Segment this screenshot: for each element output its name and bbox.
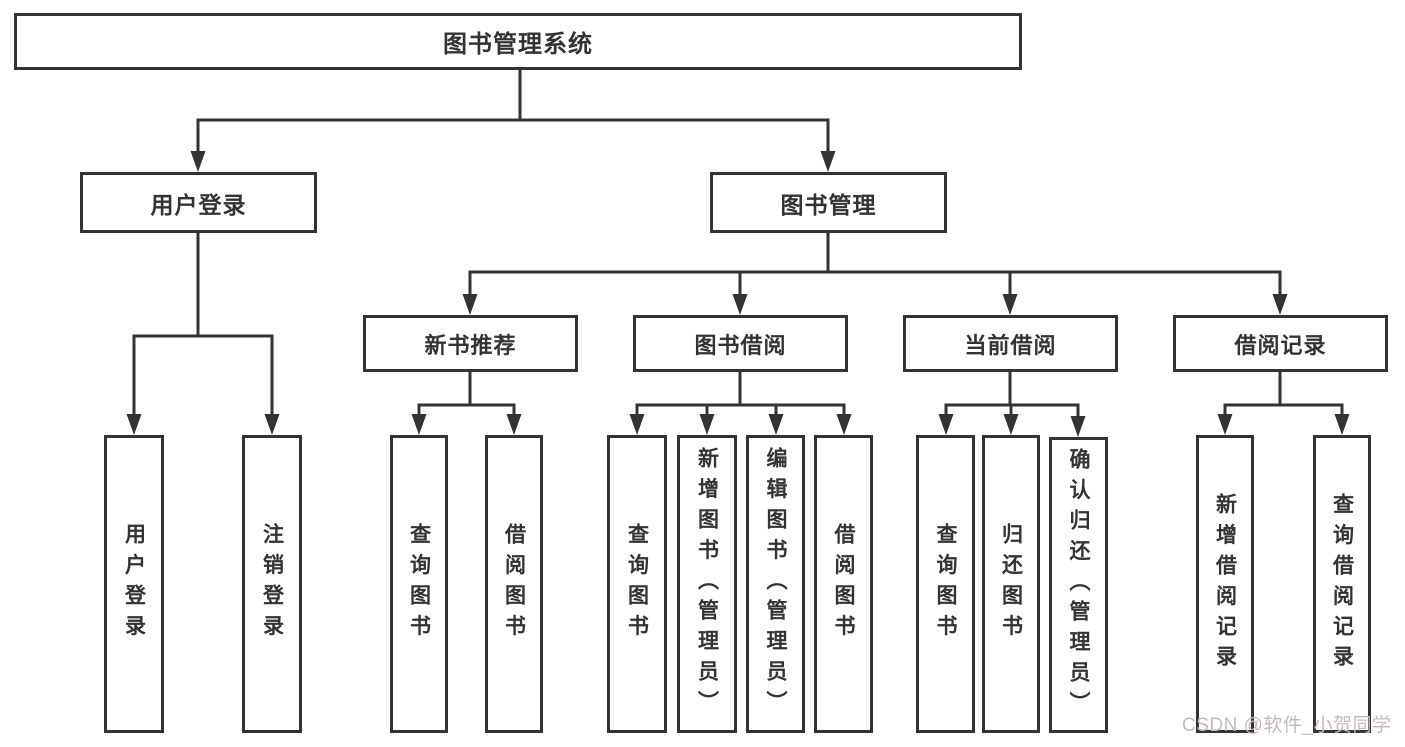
node-label: 借阅图书 [832,523,855,645]
leaf-borrow-books: 借阅图书 [814,435,873,733]
leaf-user-login: 用户登录 [104,435,164,733]
node-label: 查询图书 [625,523,649,645]
node-user-login: 用户登录 [80,172,317,233]
node-label: 用户登录 [150,191,247,218]
node-label: 借阅记录 [1234,332,1327,358]
node-current-borrow: 当前借阅 [903,315,1118,372]
leaf-query-books-borrow: 查询图书 [607,435,667,733]
node-system-root: 图书管理系统 [14,13,1022,70]
leaf-add-borrow-record: 新增借阅记录 [1196,435,1254,733]
leaf-edit-books-admin: 编辑图书（管理员） [746,435,805,733]
node-book-management: 图书管理 [710,172,947,233]
watermark: CSDN @软件_小贺同学 [1182,715,1392,736]
node-label: 归还图书 [999,523,1023,645]
leaf-borrow-books-recommend: 借阅图书 [485,435,543,733]
node-label: 确认归还（管理员） [1067,447,1090,723]
leaf-return-books: 归还图书 [982,435,1040,733]
node-label: 查询借阅记录 [1330,492,1354,676]
leaf-query-borrow-record: 查询借阅记录 [1313,435,1371,733]
node-label: 当前借阅 [964,332,1057,358]
node-borrow-records: 借阅记录 [1173,315,1388,372]
node-label: 查询图书 [407,523,431,645]
node-label: 图书管理 [780,191,877,218]
leaf-query-books-recommend: 查询图书 [390,435,448,733]
leaf-query-books-current: 查询图书 [916,435,975,733]
leaf-add-books-admin: 新增图书（管理员） [677,435,737,733]
node-label: 查询图书 [934,523,957,645]
node-label: 图书管理系统 [443,31,593,58]
node-label: 新书推荐 [424,332,517,358]
node-new-book-recommend: 新书推荐 [363,315,578,372]
node-label: 用户登录 [122,523,146,645]
node-label: 编辑图书（管理员） [764,446,787,722]
node-label: 注销登录 [260,523,284,645]
node-label: 图书借阅 [694,332,787,358]
node-label: 新增借阅记录 [1213,492,1237,676]
leaf-logout: 注销登录 [242,435,302,733]
node-book-borrow: 图书借阅 [633,315,848,372]
node-label: 新增图书（管理员） [695,446,719,722]
leaf-confirm-return-admin: 确认归还（管理员） [1049,437,1108,733]
node-label: 借阅图书 [502,523,526,645]
